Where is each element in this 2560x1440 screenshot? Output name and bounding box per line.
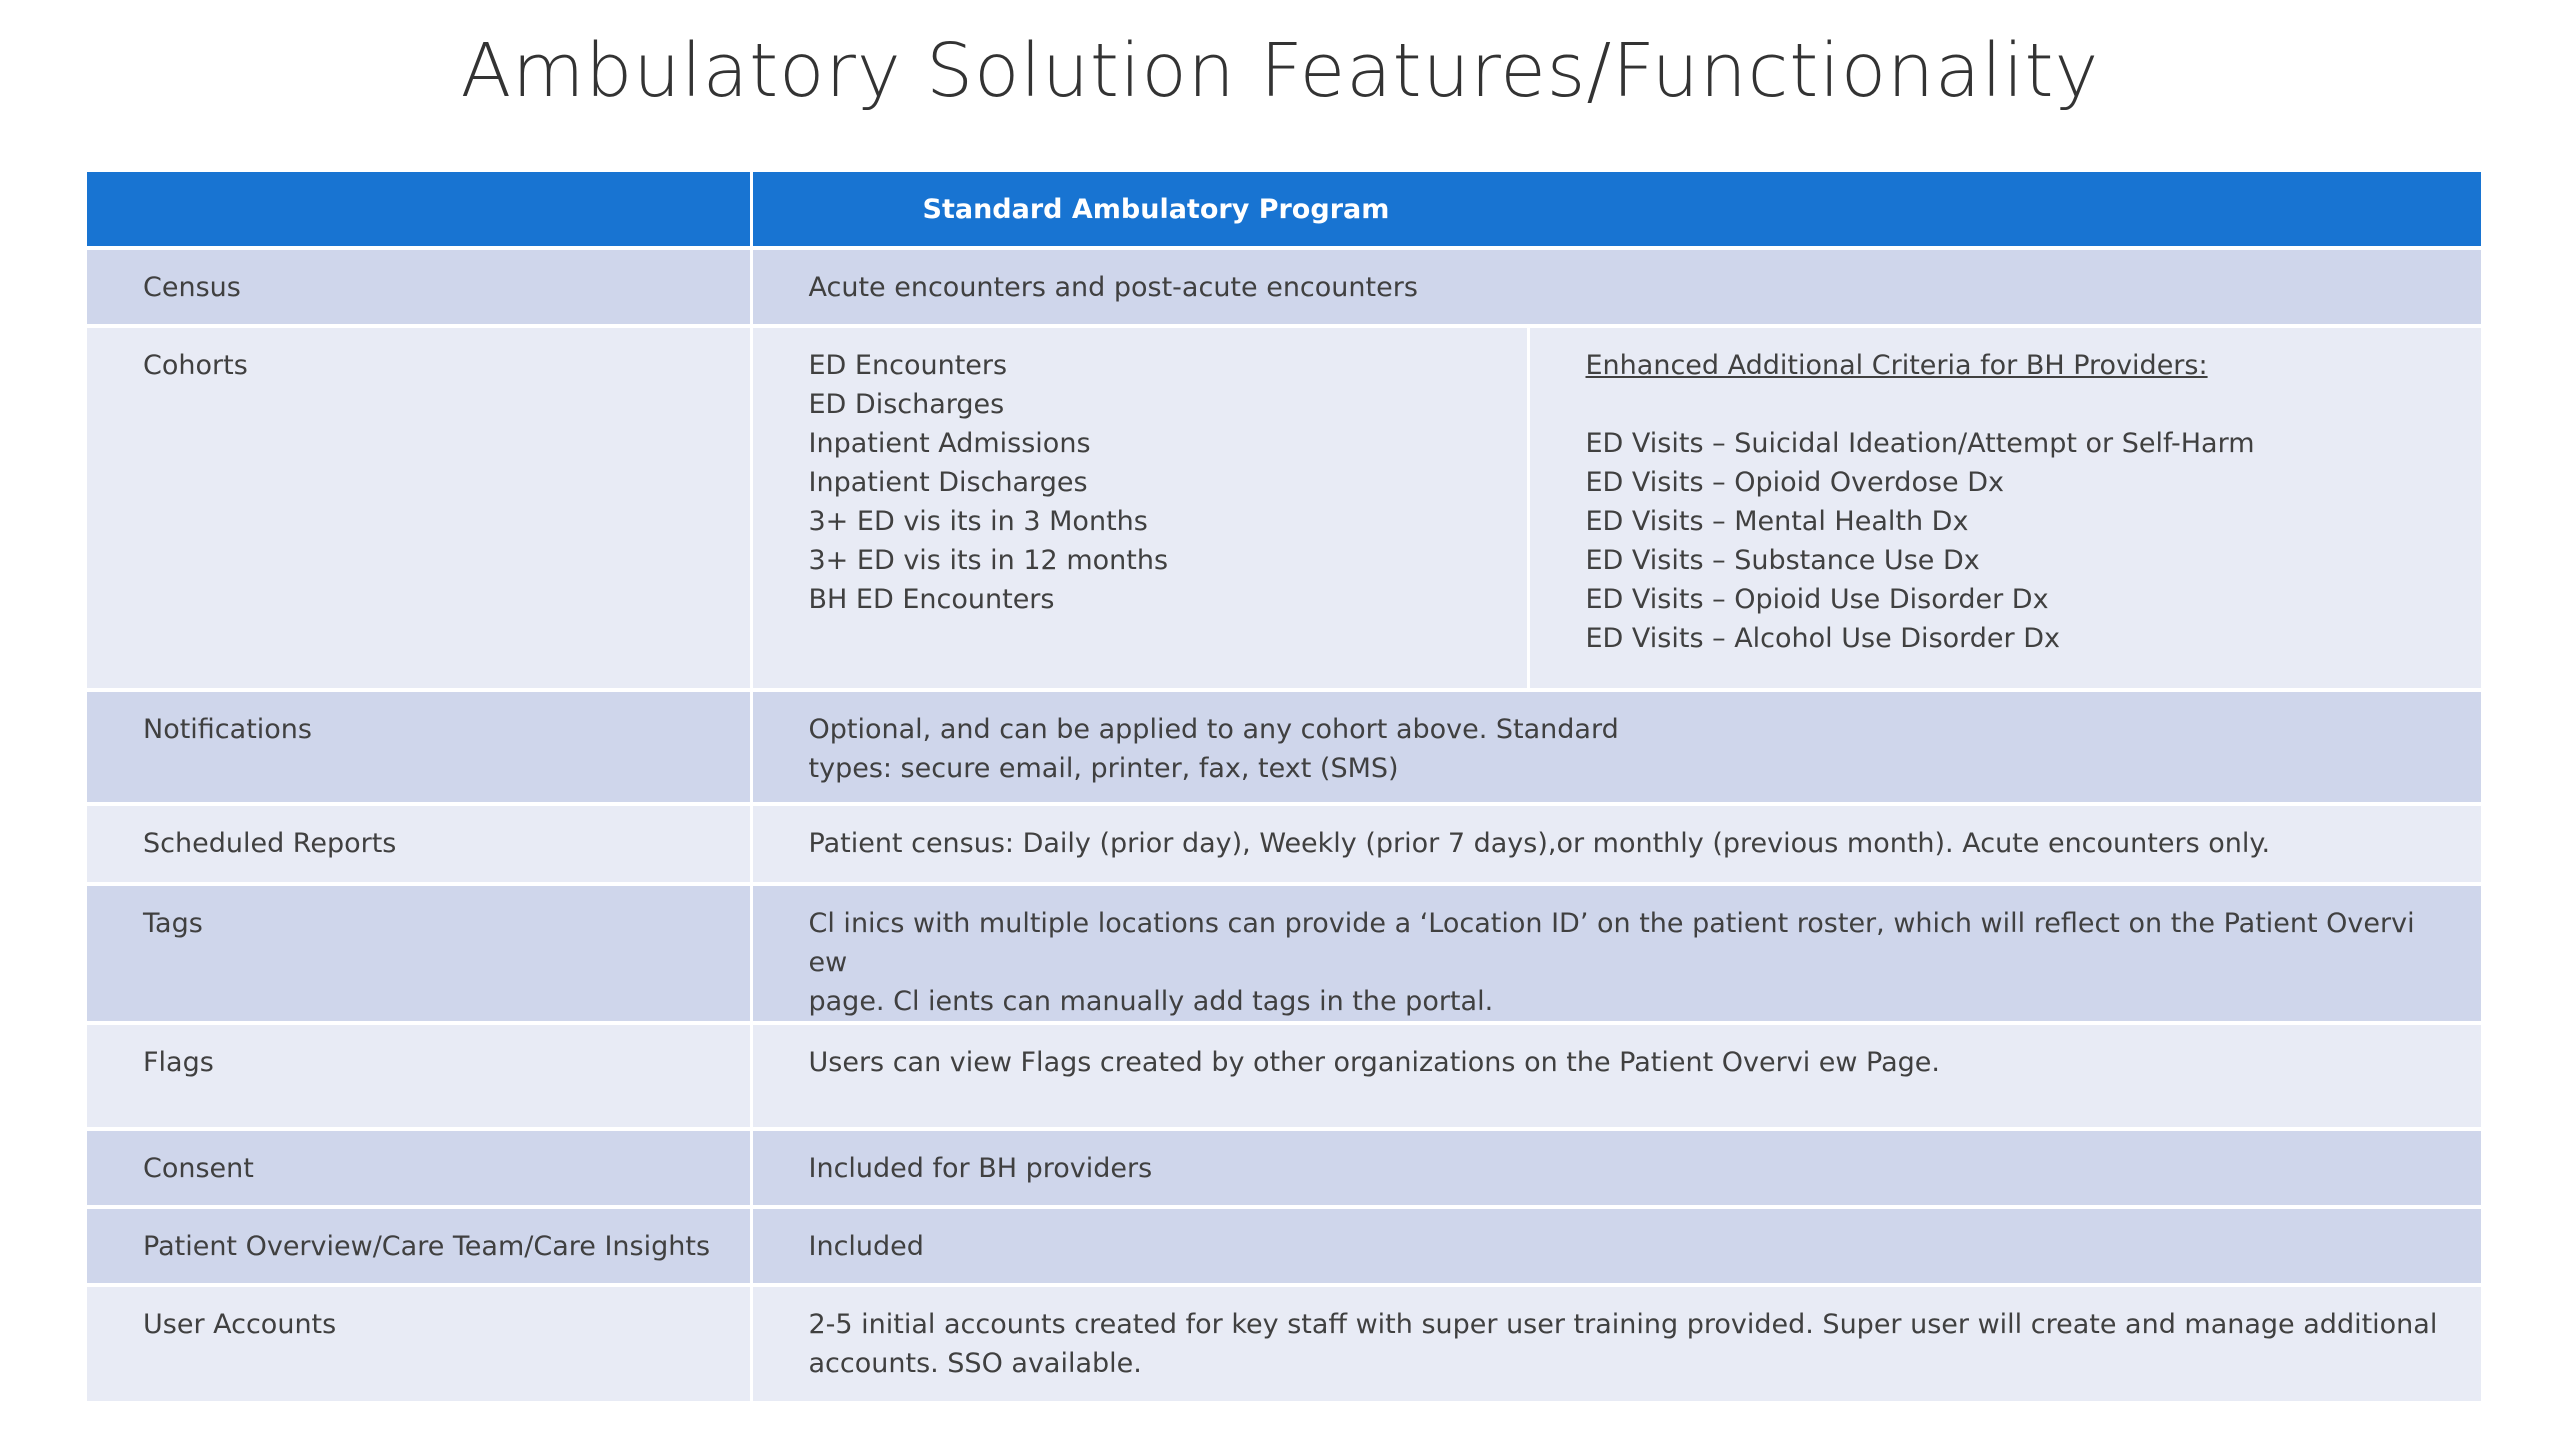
feature-label: Census	[87, 248, 753, 326]
table-row-flags: Flags Users can view Flags created by ot…	[87, 1023, 2482, 1129]
feature-label: Consent	[87, 1129, 753, 1207]
table-row-scheduled-reports: Scheduled Reports Patient census: Daily …	[87, 804, 2482, 884]
table-row-consent: Consent Included for BH providers	[87, 1129, 2482, 1207]
header-program-column: Standard Ambulatory Program	[751, 172, 2482, 248]
feature-description: Included	[751, 1207, 2482, 1285]
list-item: ED Visits – Opioid Use Disorder Dx	[1585, 584, 2049, 615]
feature-description: 2-5 initial accounts created for key sta…	[751, 1285, 2482, 1401]
description-line: Optional, and can be applied to any coho…	[808, 714, 1619, 745]
list-item: ED Visits – Opioid Overdose Dx	[1585, 467, 2005, 498]
list-item: ED Encounters	[808, 350, 1008, 381]
feature-description: Included for BH providers	[751, 1129, 2482, 1207]
description-line: page. Cl ients can manually add tags in …	[808, 986, 1494, 1017]
feature-label: Patient Overview/Care Team/Care Insights	[87, 1207, 753, 1285]
features-table: Standard Ambulatory Program Census Acute…	[87, 172, 2482, 1401]
list-item: ED Visits – Substance Use Dx	[1585, 545, 1980, 576]
cohorts-standard-list: ED Encounters ED Discharges Inpatient Ad…	[751, 326, 1530, 690]
table-row-census: Census Acute encounters and post-acute e…	[87, 248, 2482, 326]
description-line: Cl inics with multiple locations can pro…	[808, 908, 2415, 978]
description-line: 2-5 initial accounts created for key sta…	[808, 1309, 2438, 1340]
feature-label: Notifications	[87, 690, 753, 804]
table-header-row: Standard Ambulatory Program	[87, 172, 2482, 248]
feature-label: Flags	[87, 1023, 753, 1129]
table-row-patient-overview: Patient Overview/Care Team/Care Insights…	[87, 1207, 2482, 1285]
feature-description: Patient census: Daily (prior day), Weekl…	[751, 804, 2482, 884]
list-item: ED Visits – Suicidal Ideation/Attempt or…	[1585, 428, 2255, 459]
description-line: accounts. SSO available.	[808, 1348, 1142, 1379]
feature-label: Scheduled Reports	[87, 804, 753, 884]
feature-label: Cohorts	[87, 326, 753, 690]
table-row-cohorts: Cohorts ED Encounters ED Discharges Inpa…	[87, 326, 2482, 690]
header-feature-column	[87, 172, 753, 248]
list-item: ED Visits – Mental Health Dx	[1585, 506, 1969, 537]
list-item: Inpatient Admissions	[808, 428, 1091, 459]
description-line: types: secure email, printer, fax, text …	[808, 753, 1399, 784]
feature-label: Tags	[87, 884, 753, 1023]
list-item: Inpatient Discharges	[808, 467, 1088, 498]
slide-title: Ambulatory Solution Features/Functionali…	[460, 28, 2100, 114]
list-item: 3+ ED vis its in 12 months	[808, 545, 1169, 576]
cohorts-enhanced-list: Enhanced Additional Criteria for BH Prov…	[1528, 326, 2482, 690]
feature-label: User Accounts	[87, 1285, 753, 1401]
enhanced-criteria-heading: Enhanced Additional Criteria for BH Prov…	[1585, 350, 2208, 381]
list-item: BH ED Encounters	[808, 584, 1055, 615]
feature-description: Acute encounters and post-acute encounte…	[751, 248, 2482, 326]
feature-description: Optional, and can be applied to any coho…	[751, 690, 2482, 804]
table-row-user-accounts: User Accounts 2-5 initial accounts creat…	[87, 1285, 2482, 1401]
feature-description: Users can view Flags created by other or…	[751, 1023, 2482, 1129]
list-item: ED Visits – Alcohol Use Disorder Dx	[1585, 623, 2060, 654]
list-item: 3+ ED vis its in 3 Months	[808, 506, 1148, 537]
table-row-tags: Tags Cl inics with multiple locations ca…	[87, 884, 2482, 1023]
feature-description: Cl inics with multiple locations can pro…	[751, 884, 2482, 1023]
list-item: ED Discharges	[808, 389, 1005, 420]
table-row-notifications: Notifications Optional, and can be appli…	[87, 690, 2482, 804]
